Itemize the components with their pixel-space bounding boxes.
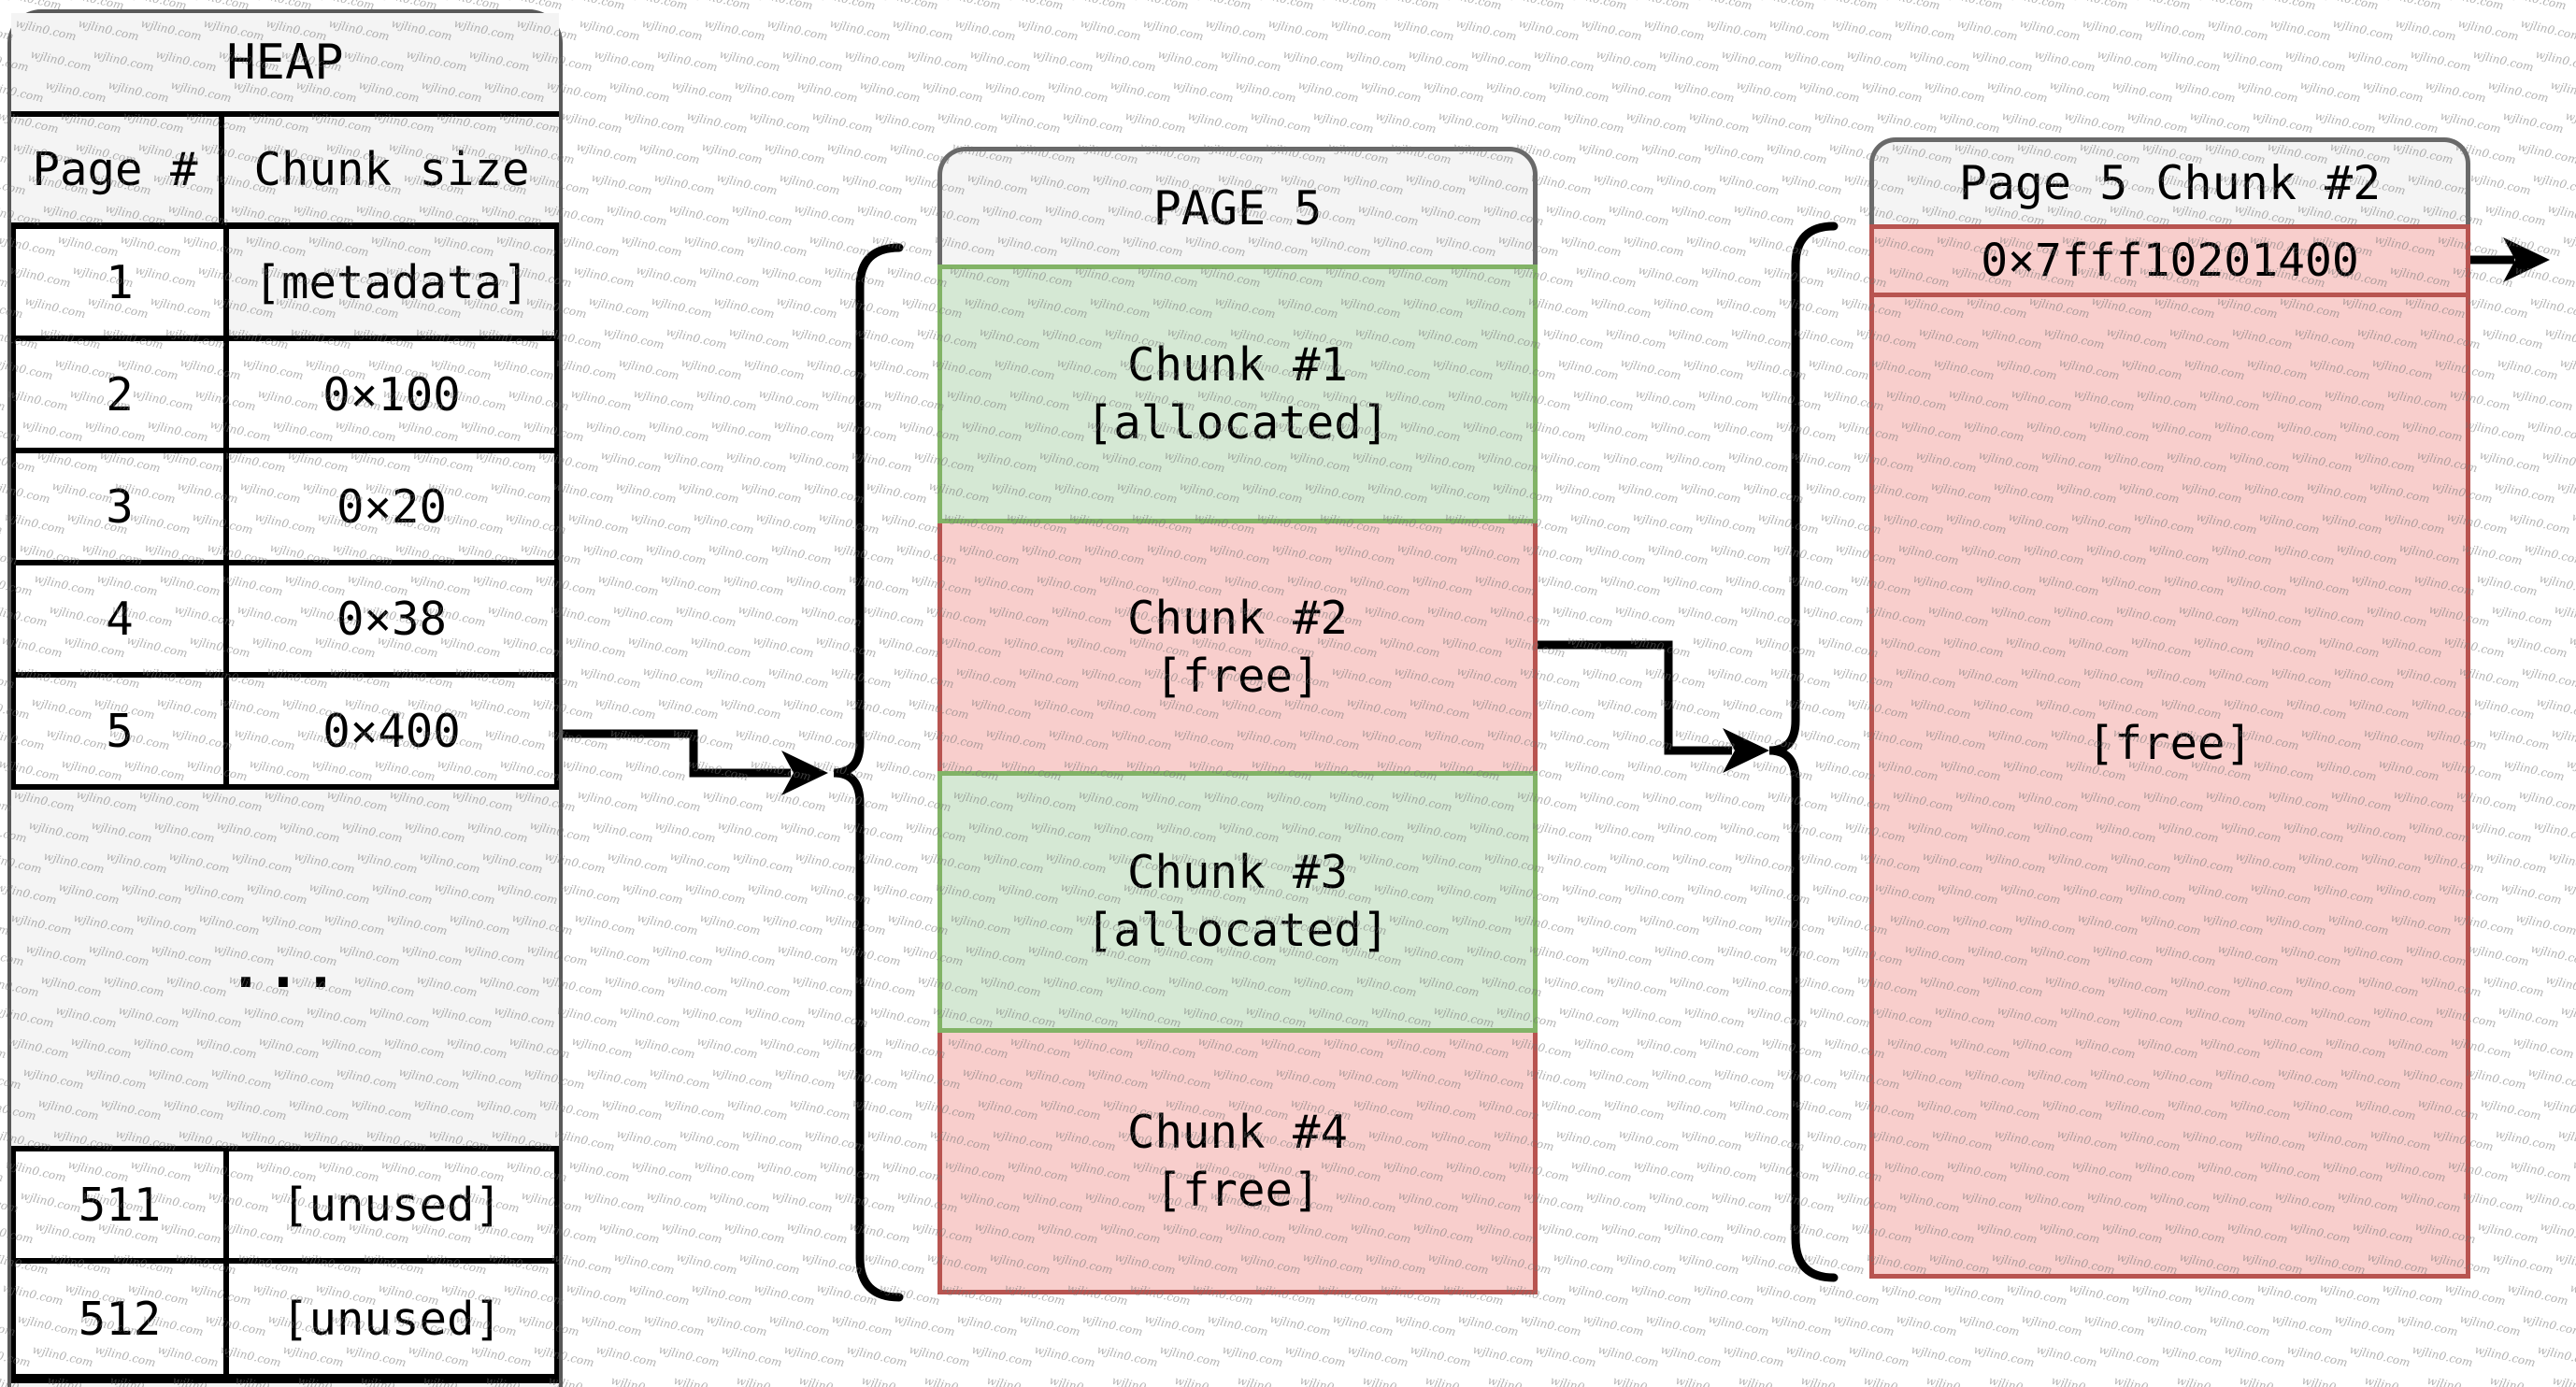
arrow-row5-to-page5 xyxy=(563,729,791,778)
chunk-2-block: Chunk #2 [free] xyxy=(937,519,1538,776)
chunk-status: [free] xyxy=(1154,1163,1321,1217)
chunk2-address: 0×7fff10201400 xyxy=(1869,224,2470,297)
chunk-1-block: Chunk #1 [allocated] xyxy=(937,265,1538,523)
heap-table-header-row: Page # Chunk size xyxy=(11,117,559,229)
chunk-4-block: Chunk #4 [free] xyxy=(937,1028,1538,1294)
page5-box: PAGE 5 Chunk #1 [allocated] Chunk #2 [fr… xyxy=(937,147,1538,1294)
chunk-3-block: Chunk #3 [allocated] xyxy=(937,771,1538,1033)
chunk-status: [free] xyxy=(1154,649,1321,703)
chunk-label: Chunk #1 xyxy=(1126,337,1348,392)
chunk-status: [allocated] xyxy=(1085,395,1390,450)
table-row: 2 0×100 xyxy=(11,341,559,453)
column-header-chunk-size: Chunk size xyxy=(253,143,530,196)
chunk-status: [allocated] xyxy=(1085,904,1390,957)
table-ellipsis-band: ... xyxy=(11,790,559,1151)
chunk-size-cell: [unused] xyxy=(280,1292,502,1346)
page-number-cell: 4 xyxy=(16,565,229,672)
chunk-size-cell: 0×400 xyxy=(322,704,461,758)
column-header-page: Page # xyxy=(11,117,224,222)
heap-table-title: HEAP xyxy=(11,13,559,117)
heap-table: HEAP Page # Chunk size 1 [metadata] 2 0×… xyxy=(7,9,563,1387)
chunk2-detail-title: Page 5 Chunk #2 xyxy=(1869,137,2470,224)
table-row: 3 0×20 xyxy=(11,453,559,565)
arrowhead-icon xyxy=(1723,728,1769,773)
arrow-chunk2-to-detail xyxy=(1538,640,1732,755)
page-number-cell: 511 xyxy=(16,1151,229,1258)
page-number-cell: 2 xyxy=(16,341,229,448)
brace-chunk-detail xyxy=(1768,222,1839,1282)
page5-box-title: PAGE 5 xyxy=(937,147,1538,265)
chunk-size-cell: [metadata] xyxy=(229,229,554,336)
arrowhead-icon xyxy=(781,751,828,795)
table-row: 512 [unused] xyxy=(11,1264,559,1383)
chunk-label: Chunk #4 xyxy=(1126,1105,1348,1159)
chunk-size-cell: 0×100 xyxy=(322,367,461,422)
arrowhead-icon xyxy=(2503,237,2550,282)
page-number-cell: 3 xyxy=(16,453,229,560)
table-row: 511 [unused] xyxy=(11,1151,559,1264)
chunk-size-cell: 0×20 xyxy=(336,479,447,534)
chunk2-free-area: [free] xyxy=(1869,293,2470,1279)
chunk-label: Chunk #2 xyxy=(1126,591,1348,645)
chunk-size-cell: 0×38 xyxy=(336,592,447,646)
page-number-cell: 5 xyxy=(16,678,229,784)
table-row: 4 0×38 xyxy=(11,565,559,678)
table-row: 1 [metadata] xyxy=(11,229,559,341)
brace-page5 xyxy=(833,243,904,1302)
chunk-size-cell: [unused] xyxy=(280,1178,502,1232)
chunk2-detail-box: Page 5 Chunk #2 0×7fff10201400 [free] xyxy=(1869,137,2470,1279)
table-row-page-5: 5 0×400 xyxy=(11,678,559,790)
chunk-label: Chunk #3 xyxy=(1126,846,1348,899)
page-number-cell: 512 xyxy=(16,1264,229,1374)
page-number-cell: 1 xyxy=(16,229,229,336)
